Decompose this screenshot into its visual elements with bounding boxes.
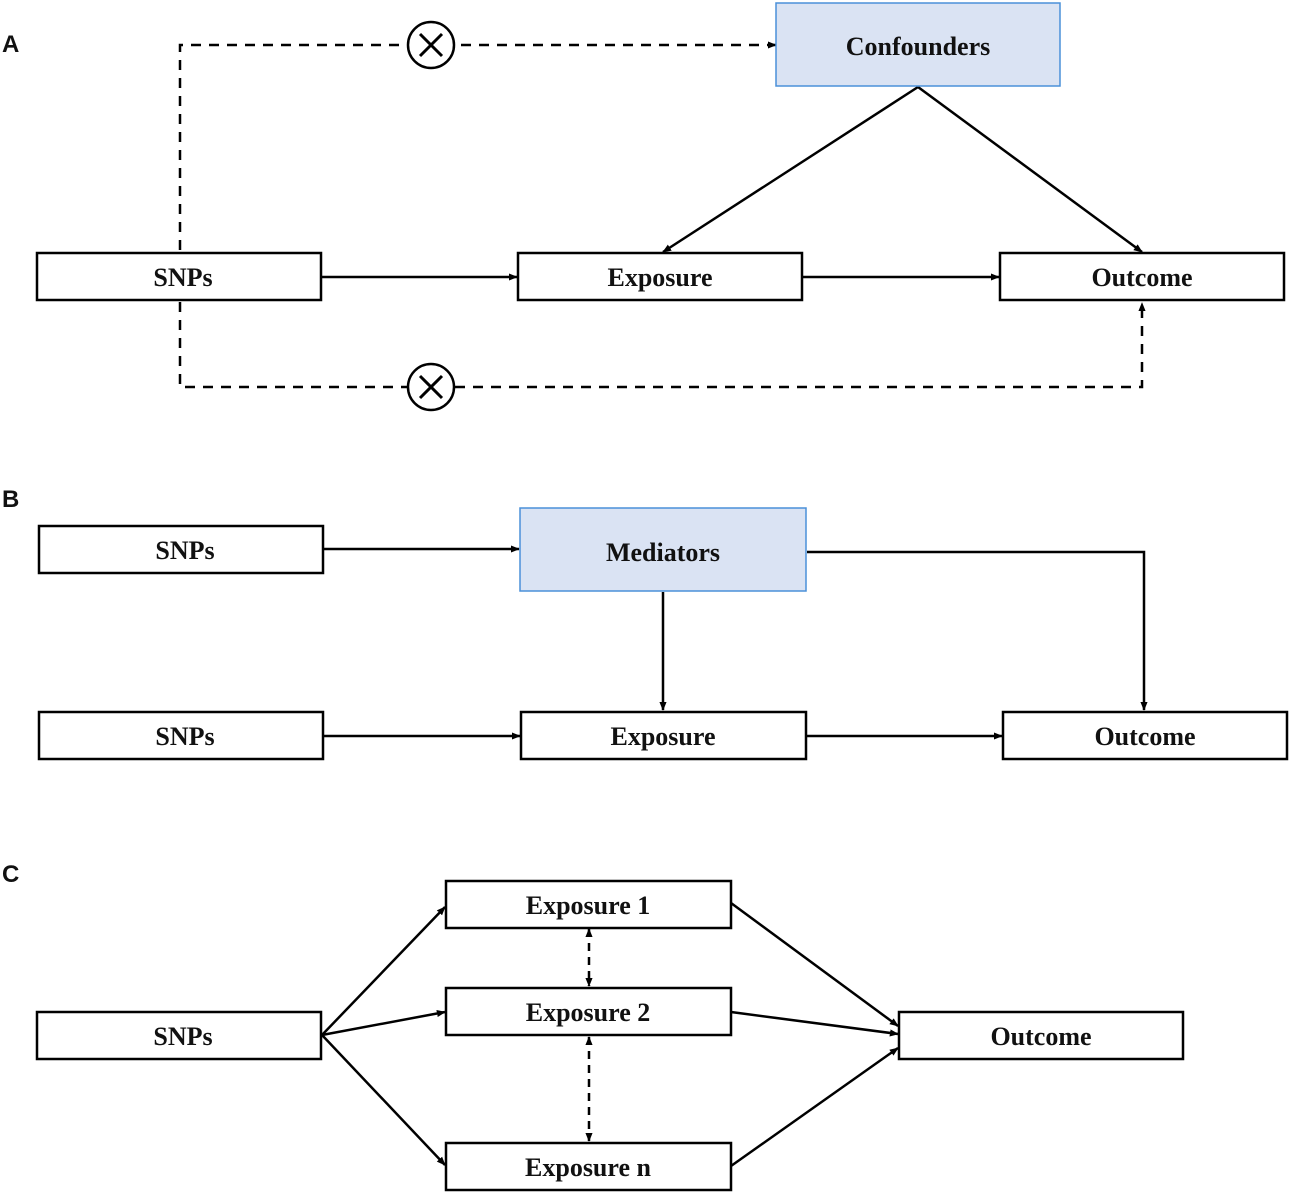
- box-outcome-a: Outcome: [998, 251, 1286, 302]
- exposure-label-b: Exposure: [611, 722, 716, 751]
- box-exposure-1: Exposure 1: [444, 879, 733, 930]
- box-snps-b-bottom: SNPs: [37, 710, 325, 761]
- snps-label-b-top: SNPs: [155, 536, 214, 565]
- outcome-label-a: Outcome: [1091, 263, 1192, 292]
- box-confounders: Confounders: [775, 2, 1061, 87]
- box-exposure-2: Exposure 2: [444, 986, 733, 1037]
- confounders-label: Confounders: [846, 32, 990, 61]
- panel-b-label: B: [2, 486, 19, 513]
- arrow-exposuren-outcome: [730, 1046, 899, 1168]
- panel-a-label: A: [2, 31, 19, 58]
- exposure-n-label: Exposure n: [525, 1153, 651, 1182]
- exposure-label-a: Exposure: [608, 263, 713, 292]
- box-mediators: Mediators: [519, 507, 807, 592]
- blocked-icon-bottom: [406, 362, 456, 412]
- box-snps-b-top: SNPs: [37, 524, 325, 575]
- exposure-2-label: Exposure 2: [526, 998, 651, 1027]
- box-outcome-b: Outcome: [1001, 710, 1289, 761]
- box-exposure-n: Exposure n: [444, 1141, 733, 1192]
- exposure-1-label: Exposure 1: [526, 891, 651, 920]
- snps-label-b-bottom: SNPs: [155, 722, 214, 751]
- dashed-arrow-snps-outcome: [178, 302, 1146, 389]
- arrow-mediators-outcome: [807, 550, 1148, 711]
- outcome-label-b: Outcome: [1094, 722, 1195, 751]
- box-exposure-a: Exposure: [516, 251, 804, 302]
- snps-label-c: SNPs: [153, 1022, 212, 1051]
- outcome-label-c: Outcome: [990, 1022, 1091, 1051]
- arrow-confounders-exposure: [662, 85, 919, 254]
- arrow-snps-exposure2: [321, 1009, 446, 1037]
- dashed-arrow-snps-confounders: [178, 41, 777, 250]
- panel-c-label: C: [2, 861, 19, 888]
- box-snps-a: SNPs: [35, 251, 323, 302]
- mediators-label: Mediators: [606, 538, 720, 567]
- box-exposure-b: Exposure: [519, 710, 808, 761]
- snps-label-a: SNPs: [153, 263, 212, 292]
- arrow-exposure1-outcome: [730, 901, 899, 1028]
- arrow-exposure2-outcome: [730, 1010, 899, 1037]
- blocked-icon-top: [406, 20, 456, 70]
- box-outcome-c: Outcome: [897, 1010, 1185, 1061]
- arrow-snps-exposuren: [321, 1034, 446, 1166]
- box-snps-c: SNPs: [35, 1010, 323, 1061]
- arrow-snps-exposure1: [321, 906, 446, 1036]
- arrow-confounders-outcome: [917, 85, 1143, 254]
